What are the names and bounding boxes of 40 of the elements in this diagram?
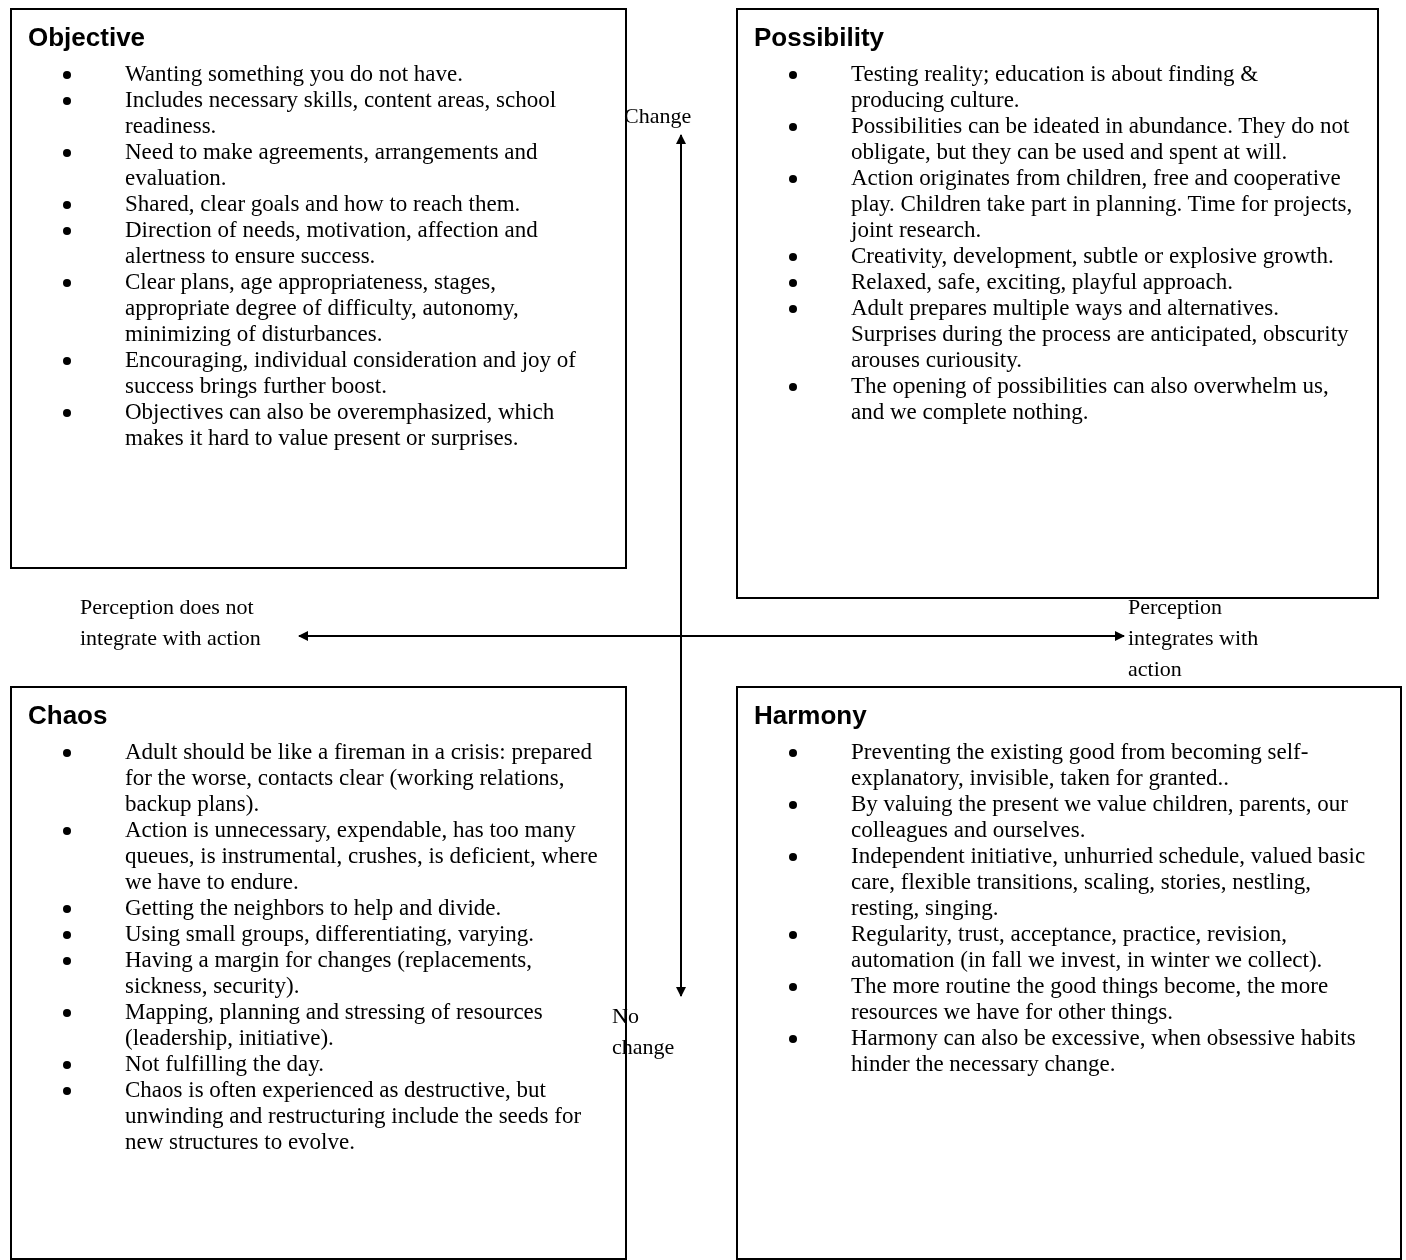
bullet-item: Adult should be like a fireman in a crisis: prepared for the worse, contacts clear (working relations, backup plans).: [125, 739, 603, 817]
bullet-item: Shared, clear goals and how to reach them.: [125, 191, 603, 217]
bullet-item: Possibilities can be ideated in abundance. They do not obligate, but they can be used and spent at will.: [851, 113, 1355, 165]
bullet-item: The more routine the good things become, the more resources we have for other things.: [851, 973, 1378, 1025]
quadrant-heading: Chaos: [28, 700, 108, 731]
quadrant-heading: Objective: [28, 22, 146, 53]
bullet-item: The opening of possibilities can also overwhelm us, and we complete nothing.: [851, 373, 1355, 425]
quadrant-box: [736, 686, 1402, 1260]
bullet-item: Testing reality; education is about finding & producing culture.: [851, 61, 1355, 113]
bullet-item: Clear plans, age appropriateness, stages, appropriate degree of difficulty, autonomy, minimizing of disturbances.: [125, 269, 603, 347]
bullet-item: Mapping, planning and stressing of resources (leadership, initiative).: [125, 999, 603, 1051]
bullet-item: Adult prepares multiple ways and alternatives. Surprises during the process are anticipated, obscurity arouses curiousity.: [851, 295, 1355, 373]
bullet-item: Action originates from children, free and cooperative play. Children take part in planning. Time for projects, joint research.: [851, 165, 1355, 243]
quadrant-heading: Harmony: [754, 700, 867, 731]
bullet-item: Not fulfilling the day.: [125, 1051, 603, 1077]
bullet-item: Relaxed, safe, exciting, playful approach.: [851, 269, 1355, 295]
double-arrow: [676, 134, 686, 997]
bullet-item: Using small groups, differentiating, varying.: [125, 921, 603, 947]
bullet-item: Direction of needs, motivation, affection and alertness to ensure success.: [125, 217, 603, 269]
quadrant-heading: Possibility: [754, 22, 885, 53]
axis-label: Perception does not integrate with action: [80, 591, 295, 653]
quadrant-box: [736, 8, 1379, 599]
bullet-item: Objectives can also be overemphasized, which makes it hard to value present or surprises.: [125, 399, 603, 451]
bullet-item: Having a margin for changes (replacements, sickness, security).: [125, 947, 603, 999]
bullet-item: Chaos is often experienced as destructive, but unwinding and restructuring include the seeds for new structures to evolve.: [125, 1077, 603, 1155]
bullet-item: Wanting something you do not have.: [125, 61, 603, 87]
bullet-item: Action is unnecessary, expendable, has too many queues, is instrumental, crushes, is deficient, where we have to endure.: [125, 817, 603, 895]
bullet-item: Regularity, trust, acceptance, practice, revision, automation (in fall we invest, in winter we collect).: [851, 921, 1378, 973]
axis-label: Perception integrates with action: [1128, 591, 1293, 684]
bullet-item: Independent initiative, unhurried schedule, valued basic care, flexible transitions, scaling, stories, nestling, resting, singing.: [851, 843, 1378, 921]
bullet-item: Includes necessary skills, content areas, school readiness.: [125, 87, 603, 139]
double-arrow: [298, 631, 1125, 641]
bullet-item: Getting the neighbors to help and divide.: [125, 895, 603, 921]
quadrant-box: [10, 8, 627, 569]
bullet-item: Need to make agreements, arrangements and evaluation.: [125, 139, 603, 191]
bullet-item: By valuing the present we value children, parents, our colleagues and ourselves.: [851, 791, 1378, 843]
bullet-item: Harmony can also be excessive, when obsessive habits hinder the necessary change.: [851, 1025, 1378, 1077]
bullet-item: Creativity, development, subtle or explosive growth.: [851, 243, 1355, 269]
bullet-item: Encouraging, individual consideration and joy of success brings further boost.: [125, 347, 603, 399]
bullet-item: Preventing the existing good from becoming self-explanatory, invisible, taken for granted..: [851, 739, 1378, 791]
